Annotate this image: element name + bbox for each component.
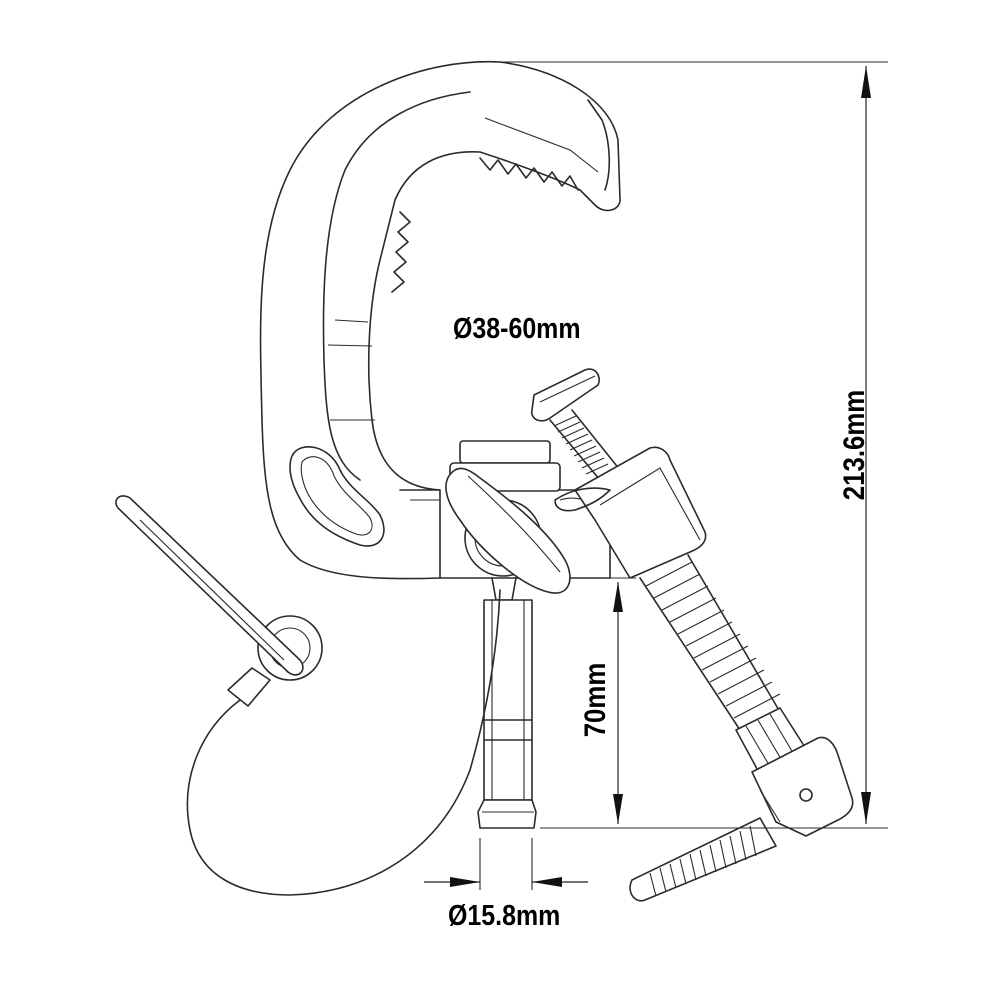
body-slot — [289, 446, 385, 547]
bolt-thread-upper — [549, 409, 621, 481]
wing-nut — [445, 467, 571, 594]
dimension-height — [500, 61, 888, 829]
spigot-diameter-label: Ø15.8mm — [448, 900, 561, 932]
spigot — [477, 577, 537, 829]
spigot-length-label: 70mm — [579, 662, 612, 738]
jaw-teeth-side — [391, 211, 411, 293]
jaw-teeth-top — [479, 157, 579, 191]
dimension-spigot-length — [610, 577, 636, 824]
dimension-spigot-diameter — [424, 838, 588, 890]
bolt-thread-lower — [639, 554, 781, 731]
safety-wire — [186, 589, 501, 896]
bolt-handle — [629, 707, 854, 902]
safety-pin — [115, 495, 323, 707]
overall-height-label: 213.6mm — [838, 389, 871, 501]
clamp-range-label: Ø38-60mm — [453, 313, 581, 345]
bolt-housing — [554, 446, 707, 579]
clamp-bolt — [531, 368, 621, 481]
